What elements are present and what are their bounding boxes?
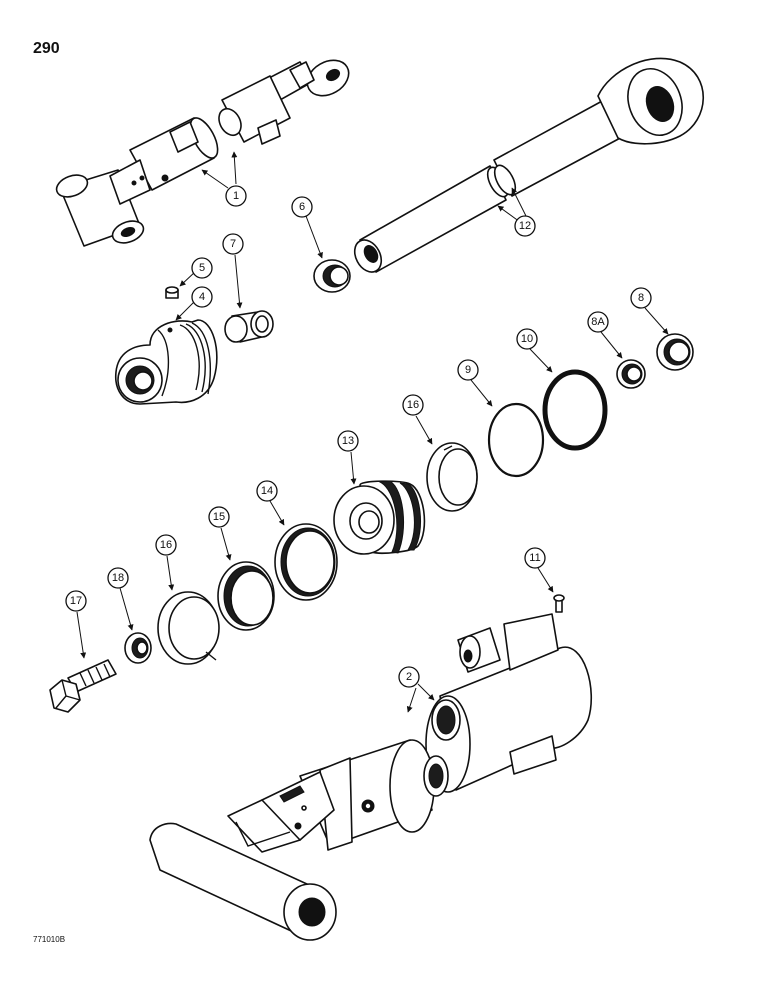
wear-ring-upper (426, 442, 478, 512)
cylinder-tube (149, 613, 592, 941)
svg-text:16: 16 (160, 539, 172, 551)
cylinder-assembly-small (55, 59, 350, 247)
svg-text:17: 17 (70, 595, 82, 607)
svg-text:8A: 8A (591, 316, 605, 328)
piston-seal (274, 523, 338, 601)
backup-ring-large (542, 369, 608, 451)
callout-13: 13 (337, 430, 359, 452)
callout-12: 12 (514, 215, 536, 237)
piston (333, 480, 426, 555)
svg-text:14: 14 (261, 485, 273, 497)
grease-fitting (553, 594, 565, 613)
svg-text:18: 18 (112, 572, 124, 584)
svg-text:4: 4 (199, 291, 205, 303)
rod-seal (656, 333, 694, 371)
callout-17: 17 (65, 590, 87, 612)
svg-text:12: 12 (519, 220, 531, 232)
callout-9: 9 (457, 359, 479, 381)
wear-ring-lower (157, 591, 220, 665)
svg-text:6: 6 (299, 201, 305, 213)
o-ring (487, 402, 545, 478)
svg-text:9: 9 (465, 364, 471, 376)
backup-ring (616, 359, 646, 389)
callout-5: 5 (191, 257, 213, 279)
svg-text:5: 5 (199, 262, 205, 274)
piston-bolt (49, 659, 117, 713)
washer (124, 632, 152, 664)
figure-reference-code: 771010B (33, 935, 66, 944)
callout-10: 10 (516, 328, 538, 350)
piston-rod (353, 57, 704, 273)
callout-8a: 8A (587, 311, 609, 333)
callout-16-lower: 16 (155, 534, 177, 556)
plug (165, 286, 179, 299)
page-number: 290 (33, 40, 60, 57)
svg-text:13: 13 (342, 435, 354, 447)
svg-text:1: 1 (233, 190, 239, 202)
callout-15: 15 (208, 506, 230, 528)
callout-11: 11 (524, 547, 546, 569)
backup-ring-piston (217, 561, 275, 631)
svg-text:10: 10 (521, 333, 533, 345)
callout-1: 1 (225, 185, 247, 207)
callout-8: 8 (630, 287, 652, 309)
bushing (224, 310, 274, 343)
svg-text:8: 8 (638, 292, 644, 304)
svg-text:7: 7 (230, 238, 236, 250)
cylinder-gland (115, 319, 218, 405)
callout-6: 6 (291, 196, 313, 218)
callout-4: 4 (191, 286, 213, 308)
svg-text:2: 2 (406, 671, 412, 683)
callout-7: 7 (222, 233, 244, 255)
callout-18: 18 (107, 567, 129, 589)
svg-text:15: 15 (213, 511, 225, 523)
svg-text:16: 16 (407, 399, 419, 411)
callout-2: 2 (398, 666, 420, 688)
svg-text:11: 11 (529, 552, 540, 564)
callout-16-upper: 16 (402, 394, 424, 416)
callout-14: 14 (256, 480, 278, 502)
wiper-seal (313, 259, 351, 293)
